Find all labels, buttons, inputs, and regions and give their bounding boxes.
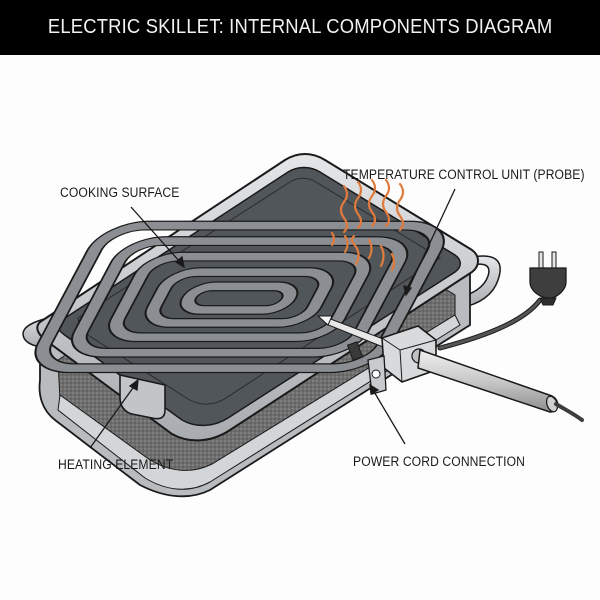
- label-heating-element: HEATING ELEMENT: [58, 457, 174, 472]
- skillet-illustration: [22, 153, 584, 498]
- heat-waves: [330, 178, 405, 272]
- coil-clip: [346, 341, 364, 361]
- title-bar: ELECTRIC SKILLET: INTERNAL COMPONENTS DI…: [0, 0, 600, 55]
- leader-lines: [89, 188, 456, 449]
- power-cord: [437, 297, 543, 351]
- diagram-title: ELECTRIC SKILLET: INTERNAL COMPONENTS DI…: [47, 16, 553, 38]
- label-temperature-control-unit: TEMPERATURE CONTROL UNIT (PROBE): [343, 167, 585, 182]
- label-power-cord-connection: POWER CORD CONNECTION: [353, 454, 525, 469]
- heating-coil: [34, 220, 445, 374]
- skillet-diagram: COOKING SURFACE TEMPERATURE CONTROL UNIT…: [0, 55, 600, 600]
- plug-icon: [529, 251, 567, 306]
- temperature-probe: [316, 315, 584, 422]
- label-cooking-surface: COOKING SURFACE: [60, 185, 180, 200]
